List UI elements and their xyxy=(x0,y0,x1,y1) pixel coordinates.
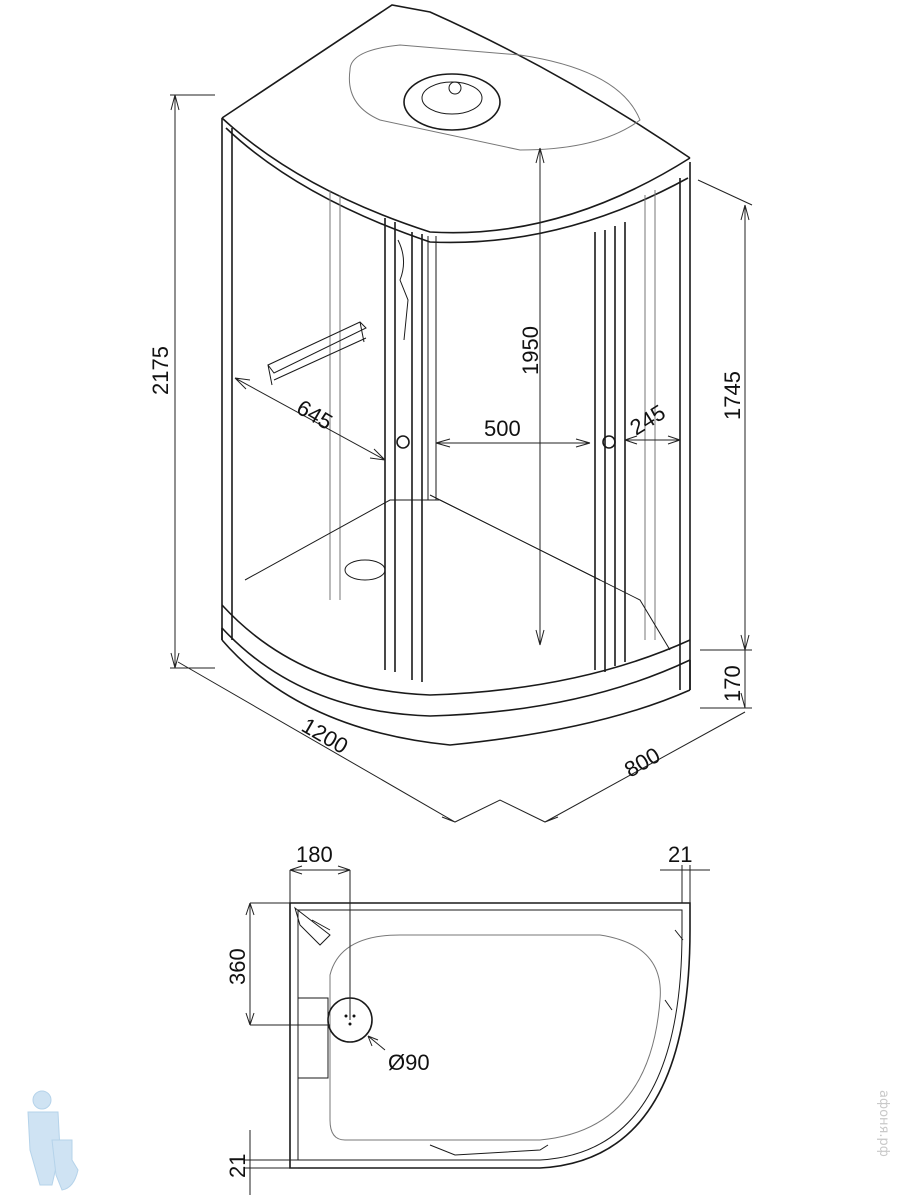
label-800: 800 xyxy=(620,742,664,782)
tray-top-view xyxy=(289,902,691,1169)
door-handle-right xyxy=(602,435,616,449)
dim-line-90 xyxy=(367,1035,386,1051)
drain xyxy=(344,559,386,581)
left-door-frame xyxy=(384,218,396,672)
dim-line-1200-800 xyxy=(177,661,746,823)
shower-head-icon xyxy=(403,73,501,131)
roof-back-edge xyxy=(221,4,691,159)
dim-line-1745-170 xyxy=(697,179,753,709)
tray-inner-contour xyxy=(329,934,661,1141)
dim-line-21-top xyxy=(660,865,710,903)
label-1950: 1950 xyxy=(518,326,543,375)
right-door-frame-2 xyxy=(614,222,626,666)
roof-rim xyxy=(225,127,689,244)
dim-line-360 xyxy=(245,902,330,1026)
tray-outline xyxy=(289,902,691,1169)
label-1745: 1745 xyxy=(720,371,745,420)
label-500: 500 xyxy=(484,416,521,441)
right-post xyxy=(679,162,691,690)
watermark-text: афоня.рф xyxy=(876,1090,891,1157)
dim-line-180 xyxy=(289,865,351,1020)
tray-rim xyxy=(221,627,691,717)
shelf xyxy=(297,997,329,1079)
left-door-frame-2 xyxy=(411,232,423,682)
label-21-top: 21 xyxy=(668,842,692,867)
left-post xyxy=(221,118,233,640)
label-2175: 2175 xyxy=(148,346,173,395)
label-1200: 1200 xyxy=(298,713,353,759)
dimension-lines: 2175 645 1950 500 245 1745 170 1200 800 xyxy=(148,94,753,823)
label-360: 360 xyxy=(225,948,250,985)
dim-line-1950 xyxy=(535,147,545,646)
cabin-perspective xyxy=(221,4,691,746)
label-170: 170 xyxy=(720,665,745,702)
right-door-frame xyxy=(594,230,606,672)
dim-line-21-bottom xyxy=(245,1130,298,1195)
roof-front-edge xyxy=(221,117,691,234)
tray-bottom xyxy=(221,639,691,746)
top-view-dimensions: 180 21 360 Ø90 21 xyxy=(225,842,710,1195)
hose xyxy=(397,239,409,341)
label-21-bottom: 21 xyxy=(225,1154,250,1178)
dim-line-2175 xyxy=(170,94,215,669)
label-245: 245 xyxy=(625,400,669,441)
label-180: 180 xyxy=(296,842,333,867)
plumber-mascot-icon xyxy=(27,1090,79,1191)
door-handle-left xyxy=(396,435,410,449)
dim-line-245 xyxy=(624,435,681,445)
label-diameter-90: Ø90 xyxy=(388,1050,430,1075)
towel-rail xyxy=(267,321,367,386)
roof-recess xyxy=(348,44,641,151)
dim-line-645 xyxy=(234,377,386,461)
mixer xyxy=(294,906,331,946)
tray-top-edge xyxy=(221,604,691,696)
dim-line-500 xyxy=(435,438,591,448)
